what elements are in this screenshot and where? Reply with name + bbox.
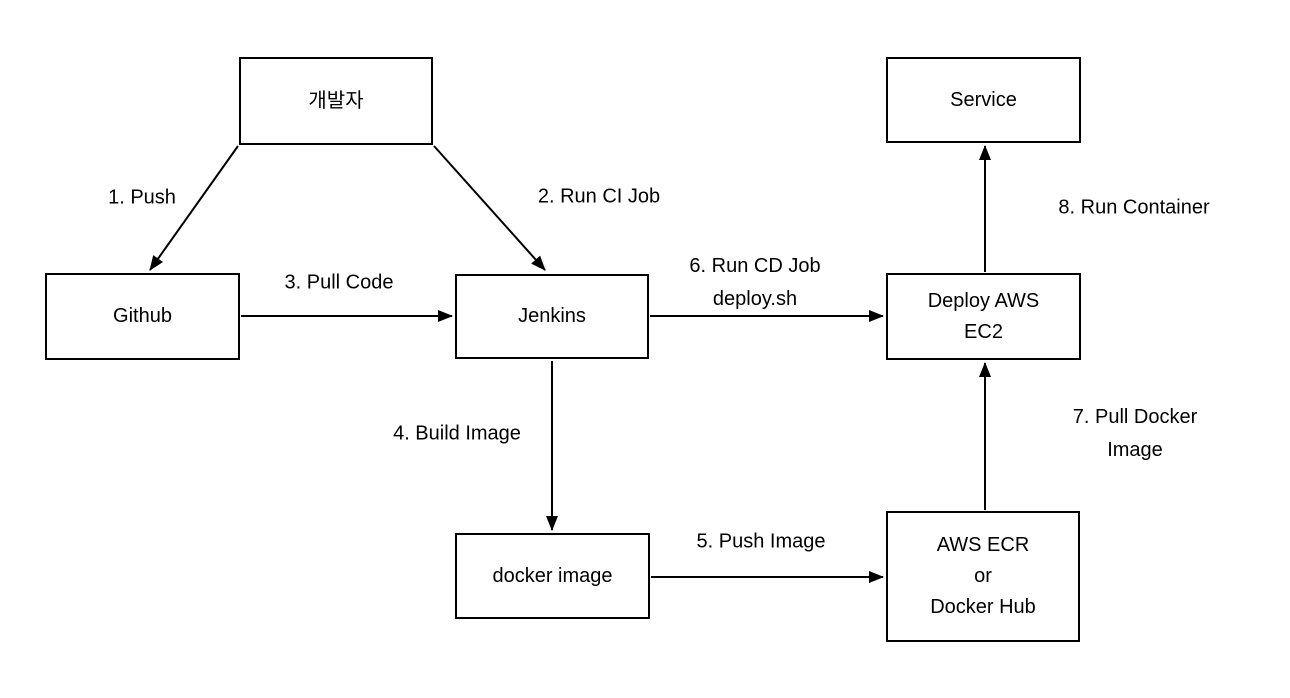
node-jenkins: Jenkins <box>455 274 649 359</box>
node-github-label: Github <box>113 305 172 327</box>
arrow-push <box>149 145 239 271</box>
edge-label-push: 1. Push <box>108 186 176 209</box>
edge-label-build-image: 4. Build Image <box>393 422 521 445</box>
node-deploy-aws-ec2-label: Deploy AWS EC2 <box>927 289 1040 343</box>
edge-label-run-container: 8. Run Container <box>1058 196 1210 219</box>
edge-label-pull-docker-image: 7. Pull Docker Image <box>1072 406 1198 461</box>
node-aws-ecr-or-docker-hub-label: AWS ECR or Docker Hub <box>930 534 1036 618</box>
node-service: Service <box>886 57 1081 143</box>
edge-label-run-ci-job: 2. Run CI Job <box>537 185 661 208</box>
node-developer-label: 개발자 <box>308 89 364 112</box>
node-docker-image-label: docker image <box>492 564 613 587</box>
node-jenkins-label: Jenkins <box>518 305 586 327</box>
edge-label-push-image: 5. Push Image <box>696 530 826 553</box>
node-docker-image: docker image <box>455 533 650 619</box>
node-aws-ecr-or-docker-hub: AWS ECR or Docker Hub <box>886 511 1080 642</box>
node-developer: 개발자 <box>239 57 433 145</box>
arrow-run-ci-job <box>433 145 546 271</box>
edge-label-pull-code: 3. Pull Code <box>284 271 394 294</box>
node-service-label: Service <box>950 88 1017 111</box>
node-github: Github <box>45 273 240 360</box>
node-deploy-aws-ec2: Deploy AWS EC2 <box>886 273 1081 360</box>
edge-label-run-cd-job: 6. Run CD Job deploy.sh <box>689 255 821 310</box>
